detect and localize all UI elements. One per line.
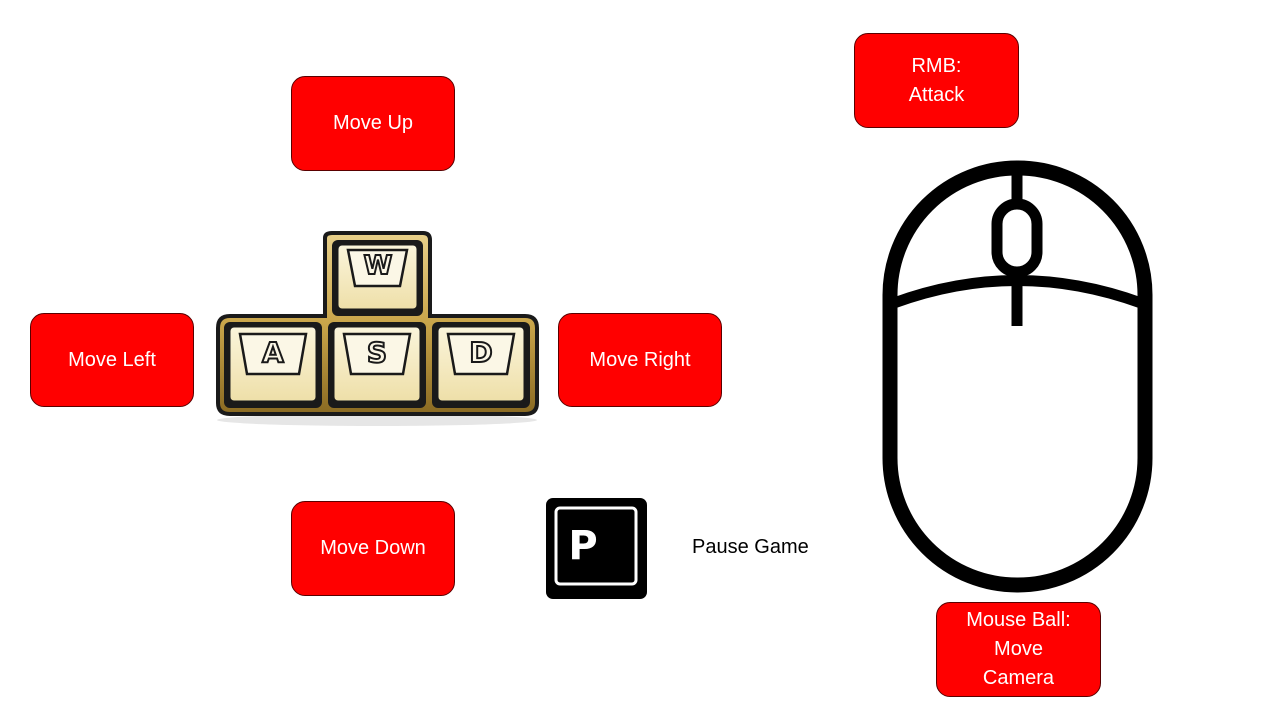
move-down-label: Move Down xyxy=(291,501,455,596)
mouse-ball-label: Mouse Ball: Move Camera xyxy=(936,602,1101,697)
svg-text:A: A xyxy=(262,336,284,369)
key-a: A xyxy=(224,322,322,408)
key-s: S xyxy=(328,322,426,408)
move-up-label: Move Up xyxy=(291,76,455,171)
mouse-icon xyxy=(882,160,1153,593)
svg-text:W: W xyxy=(364,251,393,281)
svg-text:D: D xyxy=(469,336,492,369)
key-w: W xyxy=(332,240,423,316)
svg-text:S: S xyxy=(367,336,387,369)
scroll-wheel-icon xyxy=(991,198,1043,278)
p-key-icon: P xyxy=(546,498,647,599)
move-left-label: Move Left xyxy=(30,313,194,407)
svg-text:P: P xyxy=(568,523,597,569)
wasd-keys-icon: W A S D xyxy=(216,231,539,426)
move-right-label: Move Right xyxy=(558,313,722,407)
rmb-attack-label: RMB: Attack xyxy=(854,33,1019,128)
key-d: D xyxy=(432,322,530,408)
pause-game-label: Pause Game xyxy=(692,536,809,558)
